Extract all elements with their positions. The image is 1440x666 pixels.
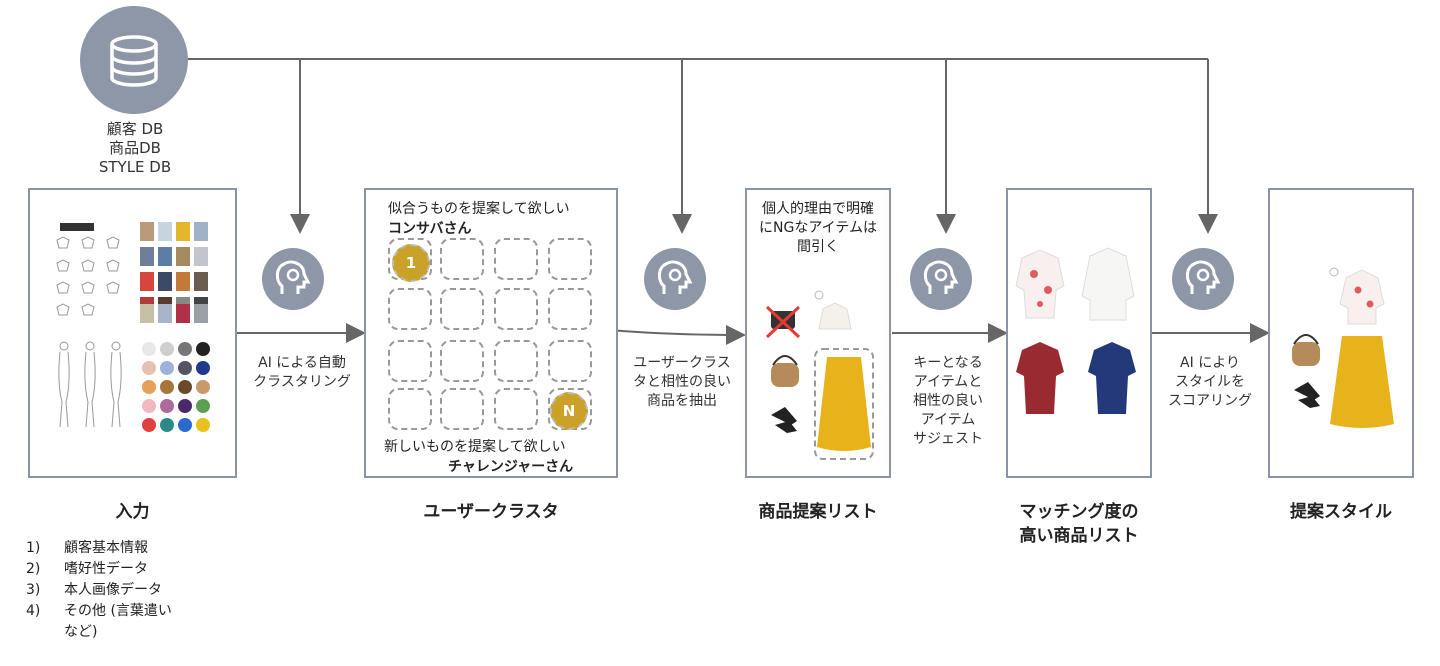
input-list-item: 1)顧客基本情報 bbox=[26, 538, 226, 559]
cluster-badge-last: N bbox=[550, 392, 588, 430]
product-list-box: 個人的理由で明確にNGなアイテムは間引く bbox=[745, 188, 891, 478]
product-list-note: 個人的理由で明確にNGなアイテムは間引く bbox=[747, 200, 889, 257]
cluster-top-text: 似合うものを提案して欲しい bbox=[388, 198, 570, 218]
edge-label-4: AI によりスタイルをスコアリング bbox=[1154, 354, 1266, 411]
input-list-item: など) bbox=[26, 622, 226, 643]
input-sheet-header bbox=[60, 223, 94, 231]
ai-head-gear-icon bbox=[644, 248, 706, 310]
cluster-bottom-text: 新しいものを提案して欲しい bbox=[384, 436, 566, 456]
cluster-top-bold: コンサバさん bbox=[388, 218, 471, 238]
database-icon bbox=[80, 6, 188, 114]
edge-label-1: AI による自動クラスタリング bbox=[242, 354, 362, 392]
garment-sketches bbox=[52, 235, 132, 325]
database-node bbox=[80, 6, 188, 114]
input-list-item: 4)その他 (言葉遣い bbox=[26, 601, 226, 622]
stage-title-input: 入力 bbox=[28, 500, 237, 524]
matching-list-box bbox=[1006, 188, 1152, 478]
edge-label-3: キーとなるアイテムと相性の良いアイテムサジェスト bbox=[892, 354, 1004, 449]
ai-node-4 bbox=[1172, 248, 1234, 310]
cluster-badge-first: 1 bbox=[392, 244, 430, 282]
db-label-customer: 顧客 DB bbox=[60, 120, 210, 139]
db-label-product: 商品DB bbox=[60, 139, 210, 158]
style-box bbox=[1268, 188, 1414, 478]
input-list-item: 2)嗜好性データ bbox=[26, 559, 226, 580]
ai-node-2 bbox=[644, 248, 706, 310]
edge-label-2: ユーザークラスタと相性の良い商品を抽出 bbox=[620, 354, 744, 411]
body-silhouettes bbox=[50, 340, 130, 440]
stage-title-cluster: ユーザークラスタ bbox=[364, 500, 618, 524]
ai-node-1 bbox=[262, 248, 324, 310]
ai-head-gear-icon bbox=[910, 248, 972, 310]
style-outfit bbox=[1280, 260, 1404, 440]
db-labels: 顧客 DB 商品DB STYLE DB bbox=[60, 120, 210, 177]
ai-head-gear-icon bbox=[262, 248, 324, 310]
cluster-box: 似合うものを提案して欲しい コンサバさん 1 N 新しいものを提案して欲しい チ… bbox=[364, 188, 618, 478]
db-label-style: STYLE DB bbox=[60, 158, 210, 177]
stage-title-list: 商品提案リスト bbox=[735, 500, 901, 524]
ai-head-gear-icon bbox=[1172, 248, 1234, 310]
input-list-item: 3)本人画像データ bbox=[26, 580, 226, 601]
stage-title-style: 提案スタイル bbox=[1258, 500, 1424, 524]
product-list-items bbox=[757, 285, 881, 470]
matching-items bbox=[1014, 240, 1146, 430]
input-list: 1)顧客基本情報 2)嗜好性データ 3)本人画像データ 4)その他 (言葉遣い … bbox=[26, 538, 226, 643]
cluster-bottom-bold: チャレンジャーさん bbox=[448, 456, 573, 476]
stage-title-match: マッチング度の高い商品リスト bbox=[986, 500, 1172, 548]
ai-node-3 bbox=[910, 248, 972, 310]
input-box bbox=[28, 188, 237, 478]
